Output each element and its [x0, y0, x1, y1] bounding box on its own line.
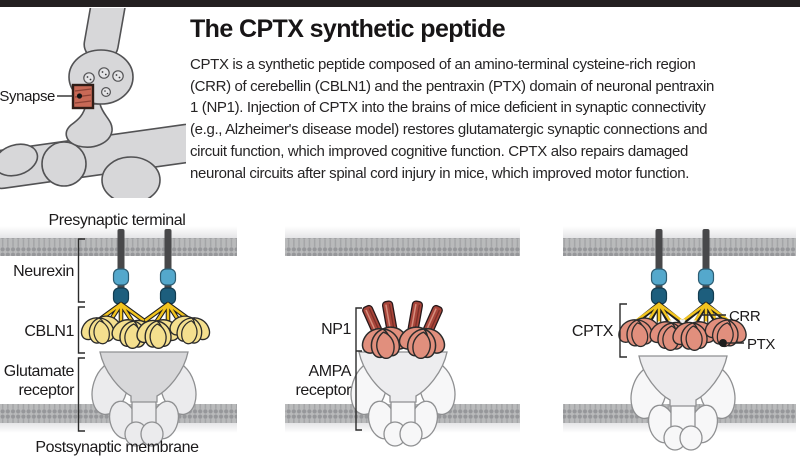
- synaptic-vesicles: [83, 67, 124, 97]
- ptx-marker-dot: [719, 339, 727, 347]
- cptx-label: CPTX: [572, 323, 614, 340]
- paragraph-line-4: (e.g., Alzheimer's disease model) restor…: [190, 121, 708, 139]
- header: The CPTX synthetic peptide CPTX is a syn…: [190, 15, 798, 184]
- neuron-shapes: [0, 8, 186, 198]
- panel-before-injury-cbln1: Presynaptic terminal Neurexin CBLN1 Glut…: [0, 212, 237, 456]
- paragraph-line-3: 1 (NP1). Injection of CPTX into the brai…: [190, 99, 706, 117]
- paragraph-line-5: circuit function, which improved cogniti…: [190, 142, 688, 160]
- page-title: The CPTX synthetic peptide: [190, 15, 506, 43]
- paragraph-line-2: (CRR) of cerebellin (CBLN1) and the pent…: [190, 77, 714, 95]
- presynaptic-cytoplasm: [285, 226, 520, 238]
- top-rule: [0, 0, 800, 7]
- crr-label: CRR: [729, 308, 761, 325]
- presynaptic-cytoplasm: [563, 226, 796, 238]
- presynaptic-membrane-band: [285, 238, 520, 256]
- glutamate-receptor-label-line1: Glutamate: [4, 363, 75, 380]
- ptx-label: PTX: [747, 336, 775, 353]
- glutamate-receptor-shape: [624, 355, 742, 451]
- panel-cptx: CPTX CRR PTX: [563, 226, 796, 451]
- intro-paragraph: CPTX is a synthetic peptide composed of …: [190, 54, 798, 184]
- synapse-marker-dot: [76, 93, 83, 99]
- synapse-illustration: Synapse: [0, 8, 186, 198]
- glutamate-receptor-bracket: [77, 357, 85, 432]
- molecular-diagrams: Presynaptic terminal Neurexin CBLN1 Glut…: [0, 212, 796, 456]
- np1-ampa-bracket: [355, 307, 362, 431]
- neurexin-bracket: [77, 238, 85, 303]
- cbln1-stalks: [96, 301, 193, 325]
- paragraph-line-6: neuronal circuits after spinal cord inju…: [190, 164, 690, 182]
- glutamate-receptor-label-line2: receptor: [19, 382, 76, 399]
- cbln1-label: CBLN1: [24, 323, 74, 340]
- ampa-receptor-label-line2: receptor: [296, 382, 353, 399]
- cbln1-hexamers: [75, 308, 217, 351]
- presynaptic-membrane-band: [563, 238, 796, 256]
- postsynaptic-membrane-label: Postsynaptic membrane: [35, 439, 199, 456]
- cbln1-bracket: [77, 306, 85, 354]
- synapse-highlight-box: [57, 83, 95, 110]
- presynaptic-terminal-label: Presynaptic terminal: [49, 212, 186, 229]
- cptx-bracket: [619, 303, 627, 358]
- panel-np1-ampa: NP1 AMPA receptor: [285, 226, 520, 447]
- synapse-label: Synapse: [0, 88, 55, 105]
- np1-label: NP1: [321, 321, 351, 338]
- neurexin-label: Neurexin: [13, 263, 74, 280]
- ampa-receptor-label-line1: AMPA: [308, 363, 351, 380]
- paragraph-line-1: CPTX is a synthetic peptide composed of …: [190, 56, 696, 73]
